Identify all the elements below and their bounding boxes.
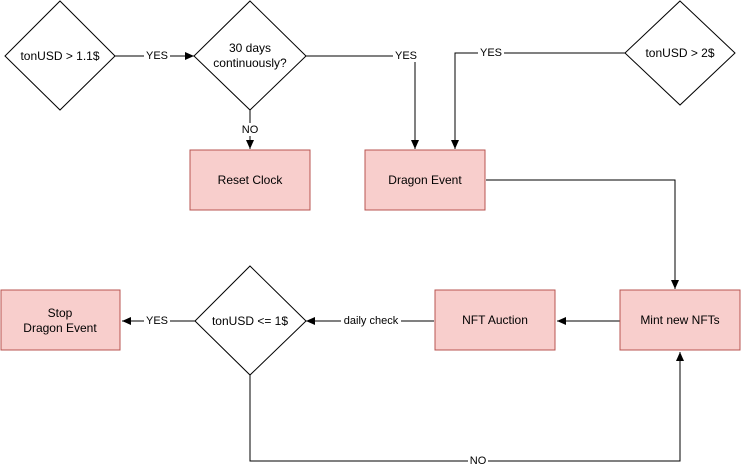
decision-label: tonUSD <= 1$ [212,314,288,328]
edge-label-yes-2: YES [395,50,417,62]
decision-ton-le-1: tonUSD <= 1$ [194,265,307,376]
decision-30-days: 30 days continuously? [193,0,307,111]
edge-label-bg [240,123,260,136]
process-nft-auction: NFT Auction [434,289,556,351]
edge-label-bg [468,454,488,467]
process-label: Reset Clock [218,173,284,187]
process-label-line-2: Dragon Event [23,321,97,335]
edge-label-bg [144,49,170,62]
edge-30-days-to-dragon-event [306,55,419,149]
edge-label-daily-check: daily check [344,315,399,327]
process-reset-clock: Reset Clock [189,149,311,211]
edge-label-yes-stop: YES [146,315,168,327]
edge-ton-le-1-to-mint-loop [249,352,684,462]
edge-ton-gt-2-to-dragon-event [451,52,625,149]
edges: YES YES YES NO daily check YES [115,46,684,467]
edge-dragon-event-to-mint [486,179,679,289]
process-label: NFT Auction [462,313,528,327]
edge-label-yes-3: YES [480,47,502,59]
process-dragon-event: Dragon Event [364,149,486,211]
decision-ton-gt-2: tonUSD > 2$ [624,0,736,106]
decision-ton-gt-1-1: tonUSD > 1.1$ [4,0,116,111]
decision-label: tonUSD > 2$ [645,46,714,60]
process-label: Mint new NFTs [640,313,719,327]
edge-label-bg [393,49,419,62]
process-mint-new-nfts: Mint new NFTs [619,289,741,351]
decision-label-line-1: 30 days [229,41,271,55]
edge-label-bg [478,46,504,59]
edge-label-no-loop: NO [470,455,487,467]
decision-label-line-2: continuously? [213,56,287,70]
process-label-line-1: Stop [48,306,73,320]
edge-label-yes-1: YES [146,50,168,62]
process-stop-dragon-event: Stop Dragon Event [0,289,121,351]
edge-label-bg [341,314,401,327]
edge-label-no-reset: NO [242,124,259,136]
process-label: Dragon Event [388,173,462,187]
edge-label-bg [144,314,170,327]
decision-label: tonUSD > 1.1$ [20,49,99,63]
